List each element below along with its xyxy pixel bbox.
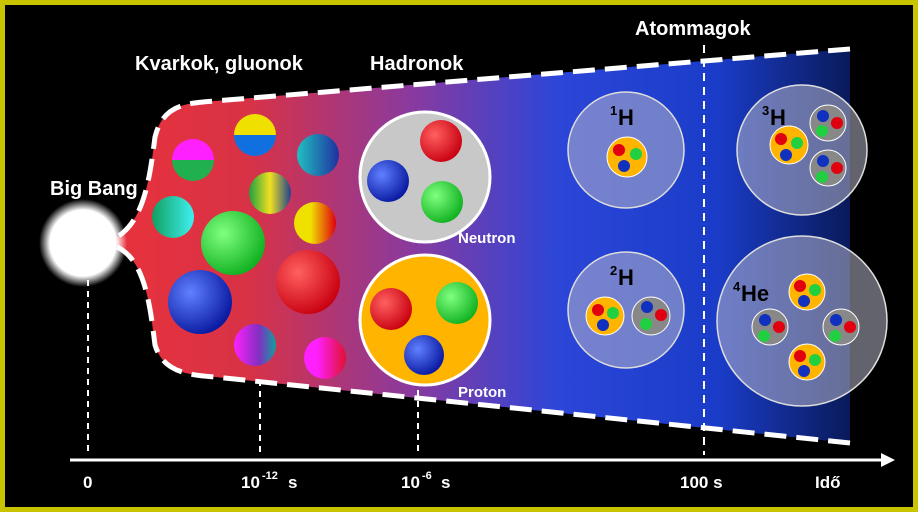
quark-blob xyxy=(297,134,339,176)
quark-blue xyxy=(780,149,792,161)
quark-blue xyxy=(817,155,829,167)
nuclei-label: Atommagok xyxy=(635,18,751,40)
quark-blue xyxy=(367,160,409,202)
h3-mass-number: 3 xyxy=(762,103,769,118)
tick-exponent: -6 xyxy=(422,470,432,482)
quark-red xyxy=(794,280,806,292)
tick-exponent: -12 xyxy=(262,470,278,482)
quarks-gluons-label: Kvarkok, gluonok xyxy=(135,53,304,75)
quark-green xyxy=(607,307,619,319)
tick-unit: s xyxy=(441,473,450,492)
upper-boundary-dashed xyxy=(115,46,851,240)
he4-symbol: He xyxy=(741,281,769,306)
h2-symbol: H xyxy=(618,265,634,290)
tick-label-1e-6: 10 -6 s xyxy=(401,470,450,492)
quark-blue xyxy=(618,160,630,172)
tick-base: 10 xyxy=(401,473,420,492)
axis-arrow xyxy=(881,453,895,467)
hadrons-label: Hadronok xyxy=(370,53,464,75)
quark-red xyxy=(773,321,785,333)
quark-red xyxy=(420,120,462,162)
hydrogen-2-nucleus xyxy=(567,251,685,369)
quark-red xyxy=(613,144,625,156)
h1-mass-number: 1 xyxy=(610,103,617,118)
he4-mass-number: 4 xyxy=(733,279,741,294)
proton-label: Proton xyxy=(458,384,506,401)
quark-red xyxy=(370,288,412,330)
tick-base: 10 xyxy=(241,473,260,492)
quark-green xyxy=(640,318,652,330)
big-bang-timeline-diagram: Big Bang Kvarkok, gluonok Hadronok Atomm… xyxy=(5,5,913,507)
quark-green xyxy=(436,282,478,324)
quark-red xyxy=(831,117,843,129)
quark-blue xyxy=(597,319,609,331)
quark-blue xyxy=(798,295,810,307)
neutron-label: Neutron xyxy=(458,230,516,247)
quark-blue xyxy=(404,335,444,375)
quark-green xyxy=(758,330,770,342)
quark-blue xyxy=(641,301,653,313)
quark-green xyxy=(791,137,803,149)
quark-green xyxy=(816,171,828,183)
quark-red xyxy=(655,309,667,321)
nucleus-sphere xyxy=(716,235,888,407)
quark-blob xyxy=(168,270,232,334)
quark-blob xyxy=(152,196,194,238)
quark-red xyxy=(794,350,806,362)
quark-red xyxy=(775,133,787,145)
axis-title-time: Idő xyxy=(815,473,841,492)
big-bang-glow xyxy=(39,199,127,287)
h1-symbol: H xyxy=(618,105,634,130)
quark-green xyxy=(809,354,821,366)
quark-green xyxy=(630,148,642,160)
quark-blob xyxy=(276,250,340,314)
quark-gluon-plasma xyxy=(152,114,346,379)
quark-blob xyxy=(172,139,214,181)
proton xyxy=(358,253,492,387)
quark-blob xyxy=(249,172,291,214)
quark-red xyxy=(592,304,604,316)
quark-blob xyxy=(234,114,276,156)
h3-symbol: H xyxy=(770,105,786,130)
quark-blue xyxy=(759,314,771,326)
h2-mass-number: 2 xyxy=(610,263,617,278)
hydrogen-1-nucleus xyxy=(567,91,685,209)
quark-blob xyxy=(294,202,336,244)
gluon-blob xyxy=(201,211,265,275)
helium-4-nucleus xyxy=(716,235,888,407)
quark-green xyxy=(816,125,828,137)
nucleus-sphere xyxy=(567,251,685,369)
quark-red xyxy=(844,321,856,333)
quark-green xyxy=(809,284,821,296)
tick-unit: s xyxy=(288,473,297,492)
quark-blob xyxy=(234,324,276,366)
quark-blue xyxy=(798,365,810,377)
quark-green xyxy=(421,181,463,223)
big-bang-label: Big Bang xyxy=(50,178,138,200)
quark-red xyxy=(831,162,843,174)
quark-blob xyxy=(304,337,346,379)
neutron xyxy=(358,110,492,244)
tick-label-1e-12: 10 -12 s xyxy=(241,470,297,492)
time-axis xyxy=(70,453,895,467)
tick-label-100s: 100 s xyxy=(680,473,723,492)
figure-stage: Big Bang Kvarkok, gluonok Hadronok Atomm… xyxy=(5,5,913,507)
quark-blue xyxy=(817,110,829,122)
hydrogen-3-nucleus xyxy=(736,84,868,216)
quark-blue xyxy=(830,314,842,326)
lower-boundary-dashed xyxy=(115,244,851,446)
quark-green xyxy=(829,330,841,342)
tick-label-0: 0 xyxy=(83,473,92,492)
